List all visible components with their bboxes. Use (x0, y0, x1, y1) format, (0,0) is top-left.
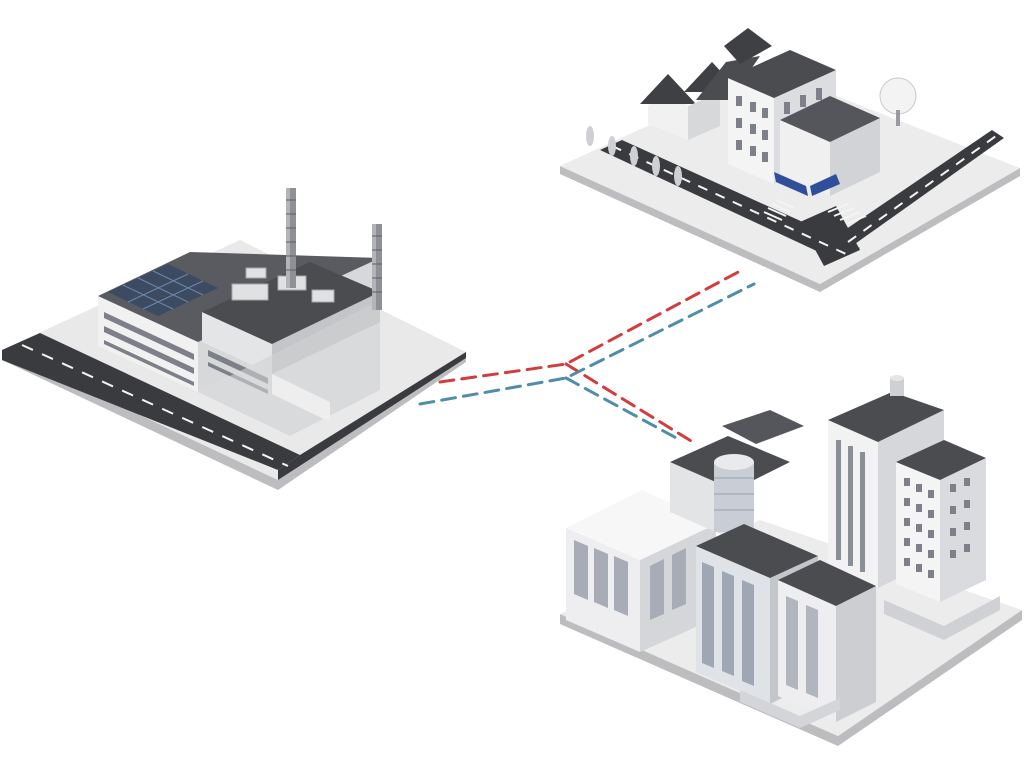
shop-awning-right (810, 174, 840, 196)
tower-right-side (940, 458, 986, 602)
shop-awning-left (774, 172, 808, 196)
town-road-marking (611, 145, 847, 255)
office-back-top (722, 410, 804, 444)
town-block (560, 28, 1020, 292)
water-tank (890, 375, 904, 396)
glass-office-roof (696, 524, 818, 578)
network-links (418, 268, 756, 446)
town-road-cross (800, 206, 860, 266)
factory-upper-block-roof (202, 262, 380, 344)
office-left-windows (574, 540, 686, 620)
factory-tower-right (372, 224, 382, 310)
factory-block (2, 188, 466, 490)
town-corner-front (780, 120, 830, 196)
red-link-to-downtown (564, 362, 698, 446)
town-crosswalks (763, 199, 867, 225)
tower-right-base (884, 596, 1000, 640)
factory-annex (272, 374, 330, 422)
tower-tall-windows (836, 440, 865, 572)
town-road-side (836, 130, 1004, 246)
tower-right-windows (904, 478, 970, 578)
factory-road (2, 333, 300, 470)
town-apartment-roof (728, 50, 836, 98)
tower-tall-roof (828, 392, 944, 442)
town-tree (879, 77, 917, 126)
factory-upper-block-front (202, 312, 272, 374)
town-ground-side (560, 166, 1020, 292)
front-block-windows (786, 596, 818, 698)
factory-tower-left (286, 188, 296, 288)
front-block-base (740, 690, 840, 728)
factory-front-wall (98, 296, 198, 392)
solar-panel-grid (122, 270, 204, 310)
teal-link-to-downtown (564, 376, 682, 442)
front-block-side (836, 586, 876, 722)
town-corner-side (830, 118, 880, 196)
factory-ground-side (2, 350, 466, 490)
street-trees (586, 126, 682, 186)
factory-road-marking (21, 344, 289, 467)
glass-office-windows (702, 562, 754, 686)
town-corner-roof (780, 96, 880, 142)
glass-tower (714, 454, 754, 532)
factory-base-wall (198, 300, 380, 436)
front-block-roof (778, 560, 876, 606)
teal-link-to-town (418, 282, 756, 406)
downtown-block (560, 375, 1022, 746)
tower-right-roof (896, 440, 986, 480)
factory-road-right (278, 352, 466, 480)
